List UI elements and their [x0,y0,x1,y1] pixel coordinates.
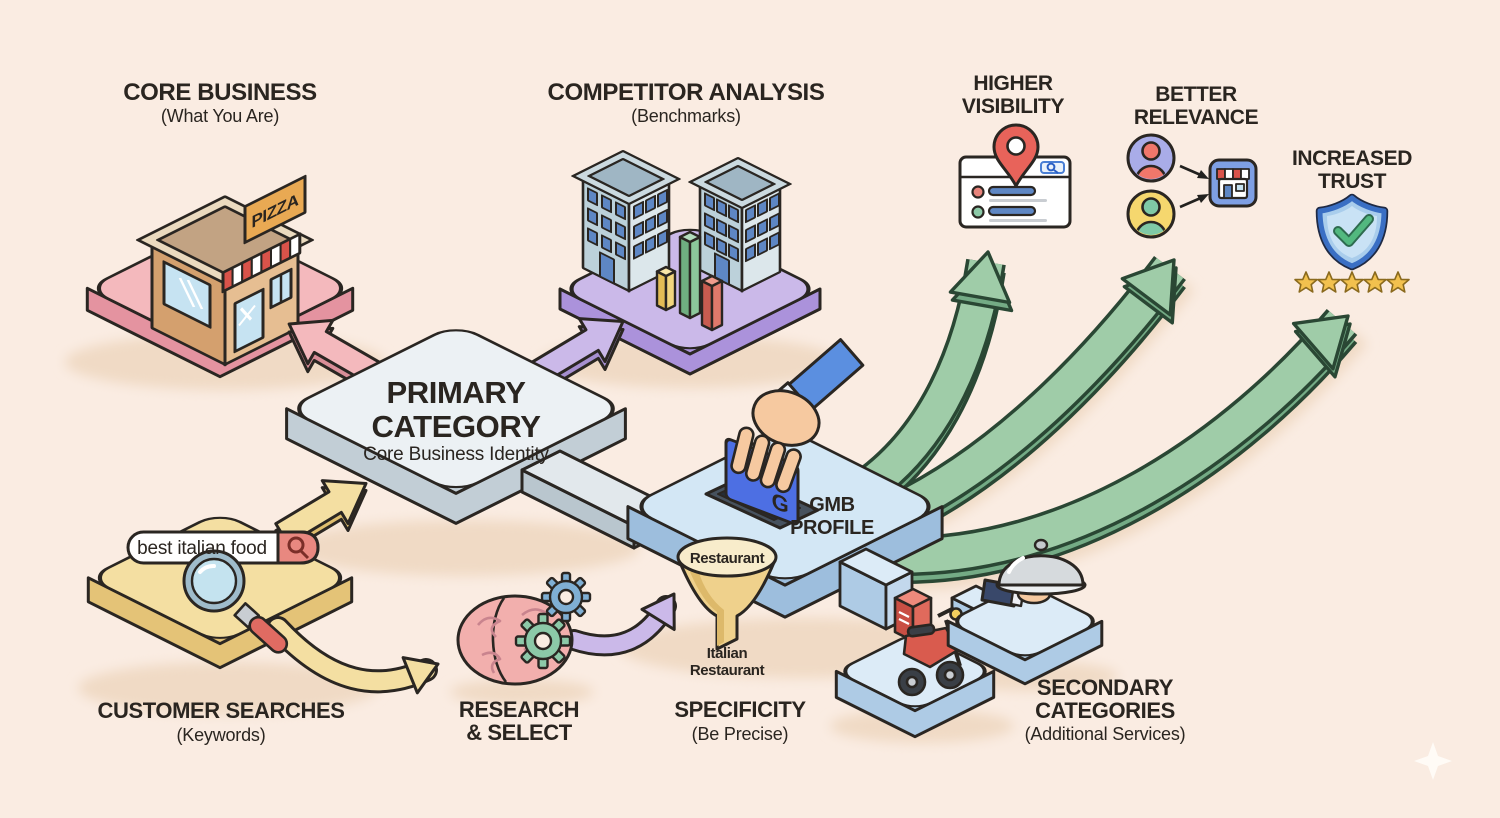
shadow [78,662,378,714]
star-icon [1294,271,1318,293]
gmb-profile-line1: GMB [809,494,854,516]
competitor-analysis-subtitle: (Benchmarks) [631,106,741,126]
cloche-icon [980,538,1087,608]
result-rows [971,185,1047,222]
secondary-categories-line2: CATEGORIES [1035,698,1175,723]
funnel-input-label: Restaurant [690,550,765,567]
diamond-top [297,329,615,489]
higher-visibility-line1: HIGHER [973,72,1053,95]
card-search-button [1040,161,1065,174]
platform-band [834,669,996,739]
specificity-title: SPECIFICITY [674,697,806,722]
fingers [730,426,802,494]
primary-category-subtitle: Core Business Identity [363,444,549,465]
building-door [599,251,615,285]
research-select-line2: & SELECT [466,720,573,745]
star-icon [1363,271,1387,293]
cloche-platform [946,586,1104,686]
beam-to-gmb-profile [520,449,674,550]
hand-inserting-card [730,338,865,494]
increased-trust-line2: TRUST [1318,170,1387,193]
scooter-body [902,626,960,669]
search-icon [287,536,310,560]
competitor-buildings-icon [571,150,792,332]
platform-band [946,619,1104,686]
serving-dome [997,554,1085,587]
funnel-output-line2: Restaurant [690,662,765,679]
increased-trust-line1: INCREASED [1292,147,1412,170]
primary-category-line2: CATEGORY [371,409,541,444]
office-building [688,157,792,293]
primary-category-line1: PRIMARY [386,375,526,410]
store-icon [1208,158,1258,208]
map-pin-icon [992,123,1040,188]
pizza-shop-icon: PIZZA [135,174,315,367]
office-building [571,150,681,293]
building-windows [587,187,626,285]
relevance-arrows [1179,164,1209,209]
search-icon [1046,162,1059,174]
dome-knob [1033,538,1049,552]
green-arrow-trust [891,291,1372,585]
competitor-analysis-title: COMPETITOR ANALYSIS [548,79,825,106]
magnifier-handle [233,602,289,654]
shadow [290,520,640,576]
bar-chart-icon [655,230,724,332]
five-star-rating [1294,271,1410,293]
user-avatar-purple [1126,133,1176,183]
platform-band [86,576,354,670]
scooter-wheels [897,660,965,697]
search-button [276,530,320,565]
user-avatar-yellow [1126,189,1176,239]
customer-searches-title: CUSTOMER SEARCHES [97,698,344,723]
delivery-scooter-icon [893,587,965,697]
search-query-text: best italian food [137,538,267,559]
shadow [450,679,594,705]
sparkle-icon [1414,742,1452,780]
arrow-research-to-funnel [563,582,692,657]
core-business-subtitle: (What You Are) [161,106,279,126]
shop-door [233,287,265,354]
star-icon [1386,271,1410,293]
gear-icon-green [514,612,572,670]
funnel-output-line1: Italian [707,645,748,662]
higher-visibility-line2: VISIBILITY [962,95,1065,118]
google-logo: G [772,487,789,518]
shield-check-icon [1315,193,1389,271]
secondary-categories-line1: SECONDARY [1037,675,1174,700]
arrow-to-research [266,616,447,695]
better-relevance-line2: RELEVANCE [1134,106,1259,129]
star-icon [1340,271,1364,293]
gear-icon-blue [540,571,592,623]
building-windows [633,188,668,260]
labels-layer: CORE BUSINESS (What You Are) COMPETITOR … [97,72,1412,745]
building-windows [704,192,739,286]
star-icon [1317,271,1341,293]
store-door [1223,184,1233,199]
store-awning [1216,168,1250,180]
funnel-icon [676,536,778,651]
secondary-categories-subtitle: (Additional Services) [1025,724,1186,744]
store-window [1235,183,1245,192]
research-select-line1: RESEARCH [459,697,579,722]
magnifier-icon [182,549,289,654]
customer-searches-subtitle: (Keywords) [176,725,265,745]
gmb-profile-line2: PROFILE [790,517,874,539]
core-business-title: CORE BUSINESS [123,79,317,106]
building-windows [745,192,780,263]
better-relevance-line1: BETTER [1155,83,1237,106]
scooter-seat [906,623,936,638]
specificity-subtitle: (Be Precise) [692,724,789,744]
